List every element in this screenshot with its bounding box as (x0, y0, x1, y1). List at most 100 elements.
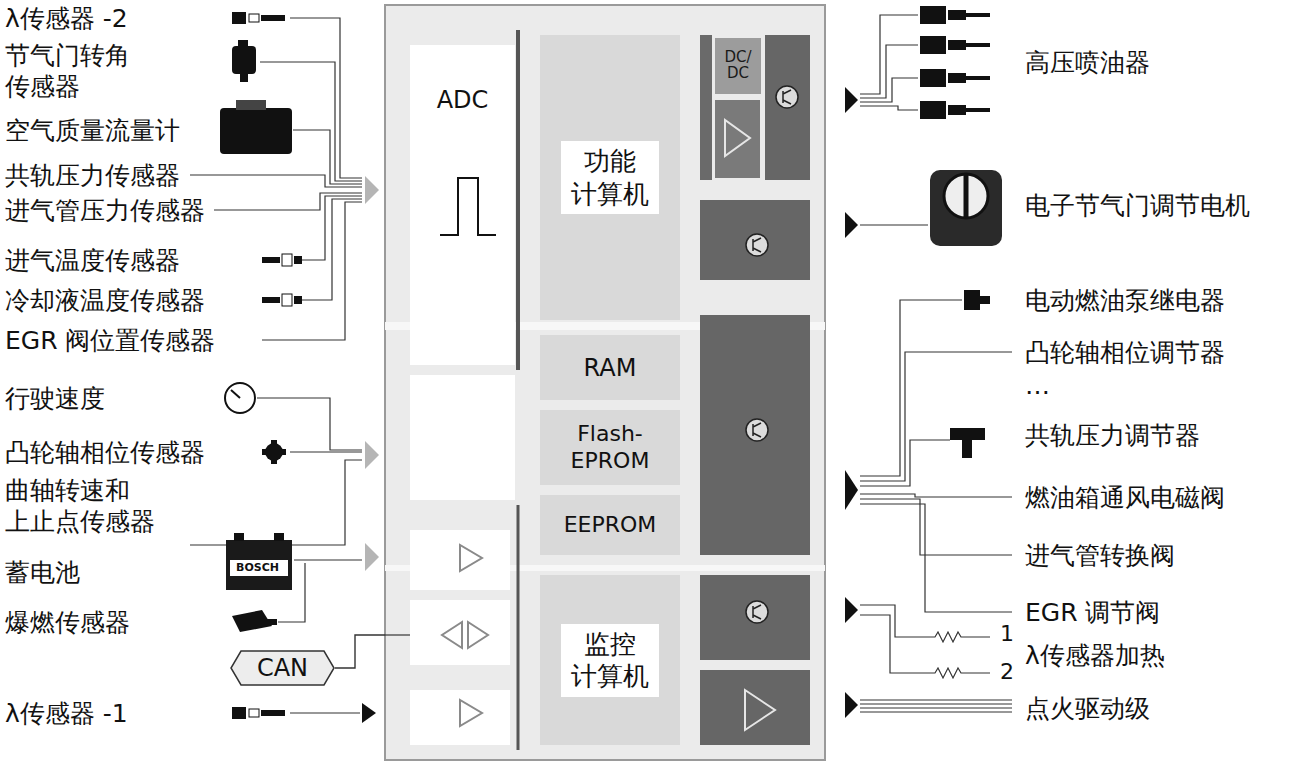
box-text: ADC (437, 85, 489, 115)
sensor-icon (226, 540, 292, 590)
sensor-wire (385, 634, 410, 635)
actuator-wire (860, 352, 1012, 481)
transistor-symbol (753, 238, 761, 252)
ecu-housing (410, 690, 510, 745)
box-text: 功能 计算机 (561, 141, 659, 214)
transistor-symbol (746, 601, 768, 623)
box-text: Flash- EPROM (555, 421, 665, 474)
ecu-housing (410, 530, 510, 590)
actuator-icon (966, 13, 990, 17)
actuator-wire (860, 45, 918, 98)
ecu-housing (516, 30, 520, 370)
amplifier-symbol (460, 545, 482, 571)
part-label: 电子节气门调节电机 (1025, 190, 1250, 221)
sensor-icon (232, 707, 246, 719)
function-computer: 功能 计算机 (540, 35, 680, 320)
part-label: 节气门转角 传感器 (5, 40, 145, 103)
actuator-wire (860, 15, 1012, 712)
actuator-icon (966, 43, 990, 47)
driver-stage (700, 200, 810, 280)
part-label: 高压喷油器 (1025, 47, 1150, 78)
driver-stage (700, 35, 810, 745)
input-arrow (362, 703, 376, 723)
actuator-icon (966, 76, 990, 80)
amplifier-symbol (460, 700, 482, 726)
memory-box: Flash- EPROM (540, 410, 680, 485)
driver-stage (700, 315, 810, 555)
driver-stage (715, 100, 760, 178)
transistor-symbol (753, 605, 761, 619)
ecu-box: ADC 功能 计算机 DC/ DC RAM Flash- EPROM EEPROM 监控 计… (385, 5, 825, 760)
box-text: CAN (257, 653, 308, 683)
box-text: 监控 计算机 (561, 624, 659, 697)
sensor-icon (271, 440, 277, 464)
actuator-wire (860, 224, 928, 225)
ecu-housing (440, 178, 496, 235)
part-label: 行驶速度 (5, 383, 105, 414)
output-arrow (845, 87, 858, 113)
amplifier-symbol (468, 622, 488, 648)
sensor-wire (294, 559, 362, 560)
actuator-wire (860, 300, 962, 476)
actuator-wire (860, 106, 918, 110)
driver-stage (725, 120, 750, 156)
sensor-icon (220, 12, 302, 719)
actuator-icon (980, 296, 990, 304)
part-label: λ传感器 -2 (5, 3, 128, 34)
sensor-wire (262, 202, 362, 340)
transistor-symbol (746, 419, 768, 441)
part-label: 进气温度传感器 (5, 245, 180, 276)
sensor-wire (190, 460, 362, 545)
memory-box: EEPROM (540, 495, 680, 555)
part-label: EGR 调节阀 (1025, 597, 1161, 628)
can-bus-box: CAN (230, 650, 335, 686)
part-label: 进气管转换阀 (1025, 540, 1175, 571)
input-arrow (365, 543, 379, 571)
actuator-icon (964, 290, 980, 310)
actuator-wire (860, 15, 918, 94)
sensor-icon (294, 256, 302, 264)
box-text: DC/ DC (719, 50, 757, 82)
part-label: EGR 阀位置传感器 (5, 325, 216, 356)
part-label: 燃油箱通风电磁阀 (1025, 482, 1225, 513)
input-arrow (365, 441, 379, 469)
ecu-housing (517, 505, 520, 750)
input-arrow (362, 176, 379, 723)
output-arrow (845, 87, 858, 718)
output-arrow (845, 597, 858, 623)
memory-box: RAM (540, 335, 680, 400)
actuator-icon (948, 10, 966, 20)
actuator-icon (950, 428, 985, 458)
driver-stage (700, 670, 810, 745)
output-arrow (845, 470, 858, 510)
sensor-icon (225, 383, 255, 413)
actuator-wire (860, 504, 1012, 612)
actuator-wire (860, 78, 918, 102)
sensor-wire (290, 712, 360, 713)
actuator-icon (920, 6, 1002, 458)
actuator-icon (964, 174, 969, 218)
sensor-wire (290, 18, 362, 178)
adc-box: ADC (410, 45, 515, 365)
box-text: RAM (584, 353, 637, 383)
part-label: 点火驱动级 (1025, 693, 1150, 724)
transistor-symbol (746, 86, 798, 623)
actuator-wire (860, 700, 1012, 712)
ecu-housing (410, 375, 515, 500)
ecu-housing (410, 600, 510, 665)
ecu-housing (385, 5, 825, 760)
brand-label: BOSCH (233, 561, 282, 575)
sensor-icon (249, 14, 259, 22)
driver-stage (765, 35, 810, 180)
sensor-wire (190, 18, 410, 713)
sensor-icon (232, 46, 256, 74)
sensor-icon (262, 297, 280, 303)
sensor-wire (190, 175, 362, 187)
dcdc-box: DC/ DC (715, 38, 761, 94)
sensor-icon (232, 12, 246, 24)
amplifier-symbol (442, 545, 488, 726)
sensor-wire (293, 130, 362, 184)
part-label: 凸轮轴相位调节器 (1025, 337, 1225, 368)
bus-connector (335, 635, 385, 668)
sensor-icon (240, 74, 248, 82)
